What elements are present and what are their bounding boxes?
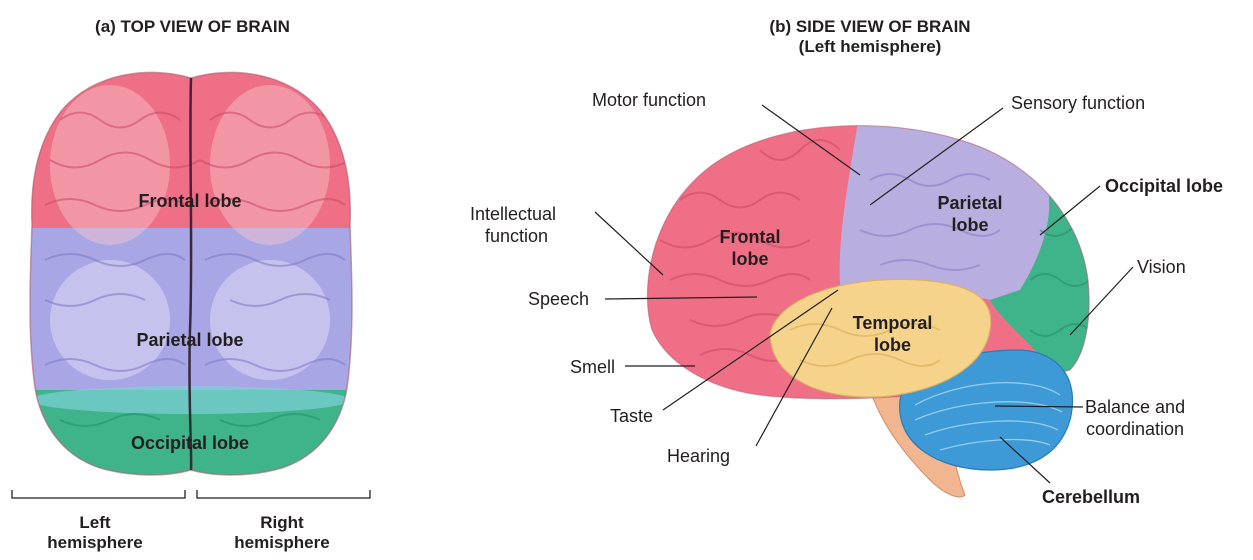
side-parietal-lobe-line2: lobe bbox=[915, 214, 1025, 236]
top-parietal-lobe-label: Parietal lobe bbox=[100, 329, 280, 351]
side-view-title-line2: (Left hemisphere) bbox=[730, 37, 1010, 57]
side-temporal-lobe-line2: lobe bbox=[830, 334, 955, 356]
side-view-title: (b) SIDE VIEW OF BRAIN (Left hemisphere) bbox=[730, 17, 1010, 57]
cerebellum-callout: Cerebellum bbox=[1042, 486, 1140, 508]
top-frontal-lobe-label: Frontal lobe bbox=[105, 190, 275, 212]
top-occipital-lobe-label: Occipital lobe bbox=[100, 432, 280, 454]
balance-line2: coordination bbox=[1085, 418, 1185, 440]
right-hemisphere-line1: Right bbox=[212, 513, 352, 533]
taste-callout: Taste bbox=[610, 405, 653, 427]
balance-coordination-callout: Balance and coordination bbox=[1085, 396, 1185, 440]
side-temporal-lobe-line1: Temporal bbox=[830, 312, 955, 334]
left-hemisphere-label: Left hemisphere bbox=[25, 513, 165, 553]
smell-callout: Smell bbox=[570, 356, 615, 378]
occipital-lobe-callout: Occipital lobe bbox=[1105, 175, 1223, 197]
hearing-callout: Hearing bbox=[667, 445, 730, 467]
intellectual-function-line1: Intellectual bbox=[470, 203, 556, 225]
side-frontal-lobe-label: Frontal lobe bbox=[700, 226, 800, 270]
side-parietal-lobe-line1: Parietal bbox=[915, 192, 1025, 214]
intellectual-function-line2: function bbox=[470, 225, 556, 247]
motor-function-callout: Motor function bbox=[592, 89, 706, 111]
right-hemisphere-label: Right hemisphere bbox=[212, 513, 352, 553]
speech-callout: Speech bbox=[528, 288, 589, 310]
side-view-title-line1: (b) SIDE VIEW OF BRAIN bbox=[730, 17, 1010, 37]
side-temporal-lobe-label: Temporal lobe bbox=[830, 312, 955, 356]
intellectual-function-callout: Intellectual function bbox=[470, 203, 556, 247]
balance-line1: Balance and bbox=[1085, 396, 1185, 418]
hemisphere-brackets bbox=[12, 490, 370, 498]
top-view-title: (a) TOP VIEW OF BRAIN bbox=[60, 17, 325, 37]
vision-callout: Vision bbox=[1137, 256, 1186, 278]
left-hemisphere-line2: hemisphere bbox=[25, 533, 165, 553]
sensory-function-callout: Sensory function bbox=[1011, 92, 1145, 114]
side-frontal-lobe-line1: Frontal bbox=[700, 226, 800, 248]
top-view-brain bbox=[20, 60, 365, 490]
right-hemisphere-line2: hemisphere bbox=[212, 533, 352, 553]
side-parietal-lobe-label: Parietal lobe bbox=[915, 192, 1025, 236]
left-hemisphere-line1: Left bbox=[25, 513, 165, 533]
side-frontal-lobe-line2: lobe bbox=[700, 248, 800, 270]
